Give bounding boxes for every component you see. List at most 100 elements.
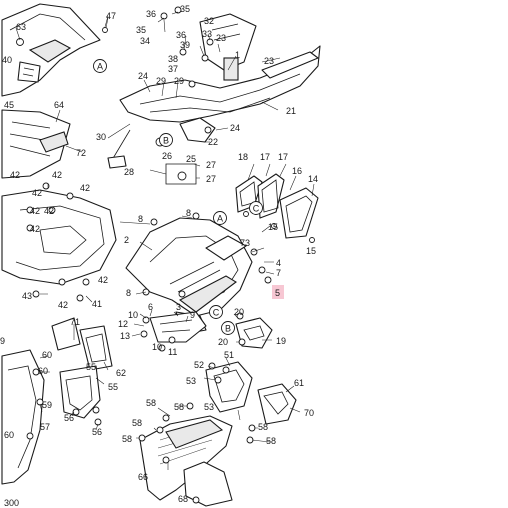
upper-cowl-assembly [107,6,321,185]
callout-53: 53 [186,376,196,386]
callout-15: 15 [268,222,278,232]
callout-56-b: 56 [92,427,102,437]
callout-42-b: 42 [52,170,62,180]
callout-17: 17 [260,152,270,162]
callout-10-b: 10 [152,342,162,352]
callout-9: 9 [190,310,195,320]
callout-62: 62 [116,368,126,378]
callout-42-d: 42 [32,188,42,198]
callout-71: 71 [70,317,80,327]
callout-72: 72 [76,148,86,158]
callout-20: 20 [234,307,244,317]
callout-41: 41 [92,299,102,309]
callout-58-e: 58 [258,422,268,432]
callout-57: 57 [40,422,50,432]
ref-letter-a-2: A [217,214,223,224]
callout-8-b: 8 [186,208,191,218]
callout-numbers: 63 47 40 36 35 32 34 35 36 33 23 39 1 38… [0,4,318,508]
callout-68: 68 [178,494,188,504]
callout-15-b: 15 [306,246,316,256]
callout-16: 16 [292,166,302,176]
callout-63: 63 [16,22,26,32]
callout-14: 14 [308,174,318,184]
callout-24: 24 [138,71,148,81]
callout-300: 300 [4,498,19,508]
callout-55: 55 [86,362,96,372]
callout-45: 45 [4,100,14,110]
callout-37: 37 [168,64,178,74]
ref-letter-b-1: B [163,136,169,146]
callout-60-b: 60 [38,366,48,376]
callout-66: 66 [138,472,148,482]
callout-24-b: 24 [230,123,240,133]
left-side-cowl [1,109,71,179]
callout-42-a: 42 [10,170,20,180]
callout-58-b: 58 [174,402,184,412]
left-inner-panel [1,182,117,302]
callout-34: 34 [140,36,150,46]
callout-8-c: 8 [126,288,131,298]
highlight-box-part-5 [272,285,284,299]
callout-36: 36 [146,9,156,19]
callout-58-f: 58 [266,436,276,446]
callout-58-d: 58 [122,434,132,444]
callout-35-b: 35 [136,25,146,35]
callout-64: 64 [54,100,64,110]
callout-42-g: 42 [30,224,40,234]
lower-right-side-cover [138,361,297,507]
callout-35: 35 [180,4,190,14]
callout-73: 73 [240,238,250,248]
callout-58-c: 58 [132,418,142,428]
callout-17-b: 17 [278,152,288,162]
callout-29-b: 29 [174,76,184,86]
callout-38: 38 [168,54,178,64]
ref-marker-b-1 [159,133,173,147]
callout-21: 21 [286,106,296,116]
ref-marker-c-1 [249,201,263,215]
callout-7: 7 [276,268,281,278]
callout-1: 1 [235,50,240,60]
lower-center-bracket [140,311,273,352]
callout-56: 56 [64,413,74,423]
ref-letter-c-2: C [213,308,220,318]
callout-27-b: 27 [206,174,216,184]
callout-61: 61 [294,378,304,388]
callout-9-b: 9 [0,336,5,346]
callout-12: 12 [118,319,128,329]
callout-60: 60 [42,350,52,360]
mirror-brackets [235,173,319,243]
ref-letter-a-1: A [97,62,103,72]
callout-2: 2 [124,235,129,245]
callout-47: 47 [106,11,116,21]
callout-32: 32 [204,16,214,26]
callout-28: 28 [124,167,134,177]
callout-51: 51 [224,350,234,360]
callout-19: 19 [276,336,286,346]
callout-23: 23 [216,33,226,43]
callout-42-i: 42 [58,300,68,310]
callout-3: 3 [176,302,181,312]
callout-53-b: 53 [204,402,214,412]
callout-33: 33 [202,29,212,39]
callout-59: 59 [42,400,52,410]
callout-6: 6 [148,302,153,312]
callout-25: 25 [186,154,196,164]
callout-52: 52 [194,360,204,370]
callout-29: 29 [156,76,166,86]
lower-left-assembly [1,317,113,485]
reference-markers: A B C A C B [93,59,263,335]
callout-42-c: 42 [80,183,90,193]
callout-4: 4 [276,258,281,268]
callout-42-h: 42 [98,275,108,285]
callout-27: 27 [206,160,216,170]
callout-42-e: 42 [30,206,40,216]
callout-43: 43 [22,291,32,301]
ref-marker-c-2 [209,305,223,319]
callout-13: 13 [120,331,130,341]
callout-23-b: 23 [264,56,274,66]
callout-8-a: 8 [138,214,143,224]
callout-42-f: 42 [44,206,54,216]
callout-26: 26 [162,151,172,161]
callout-36-b: 36 [176,30,186,40]
callout-18: 18 [238,152,248,162]
